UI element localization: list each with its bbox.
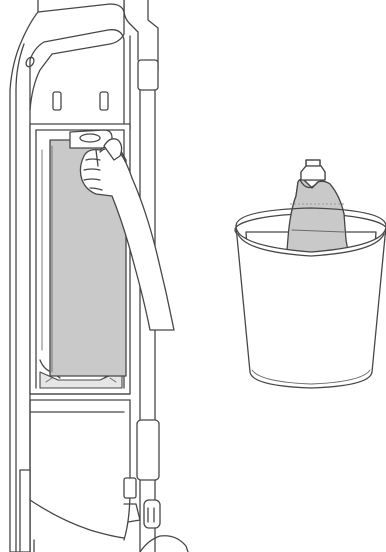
discarded-dust-bag-front	[286, 160, 350, 262]
slot-right	[100, 92, 108, 110]
latch-clip	[124, 478, 136, 498]
trash-bin-illustration	[235, 160, 386, 388]
station-lower-body	[20, 400, 188, 552]
slot-left	[53, 92, 61, 110]
side-button	[144, 500, 160, 528]
vacuum-station-illustration	[10, 0, 188, 552]
